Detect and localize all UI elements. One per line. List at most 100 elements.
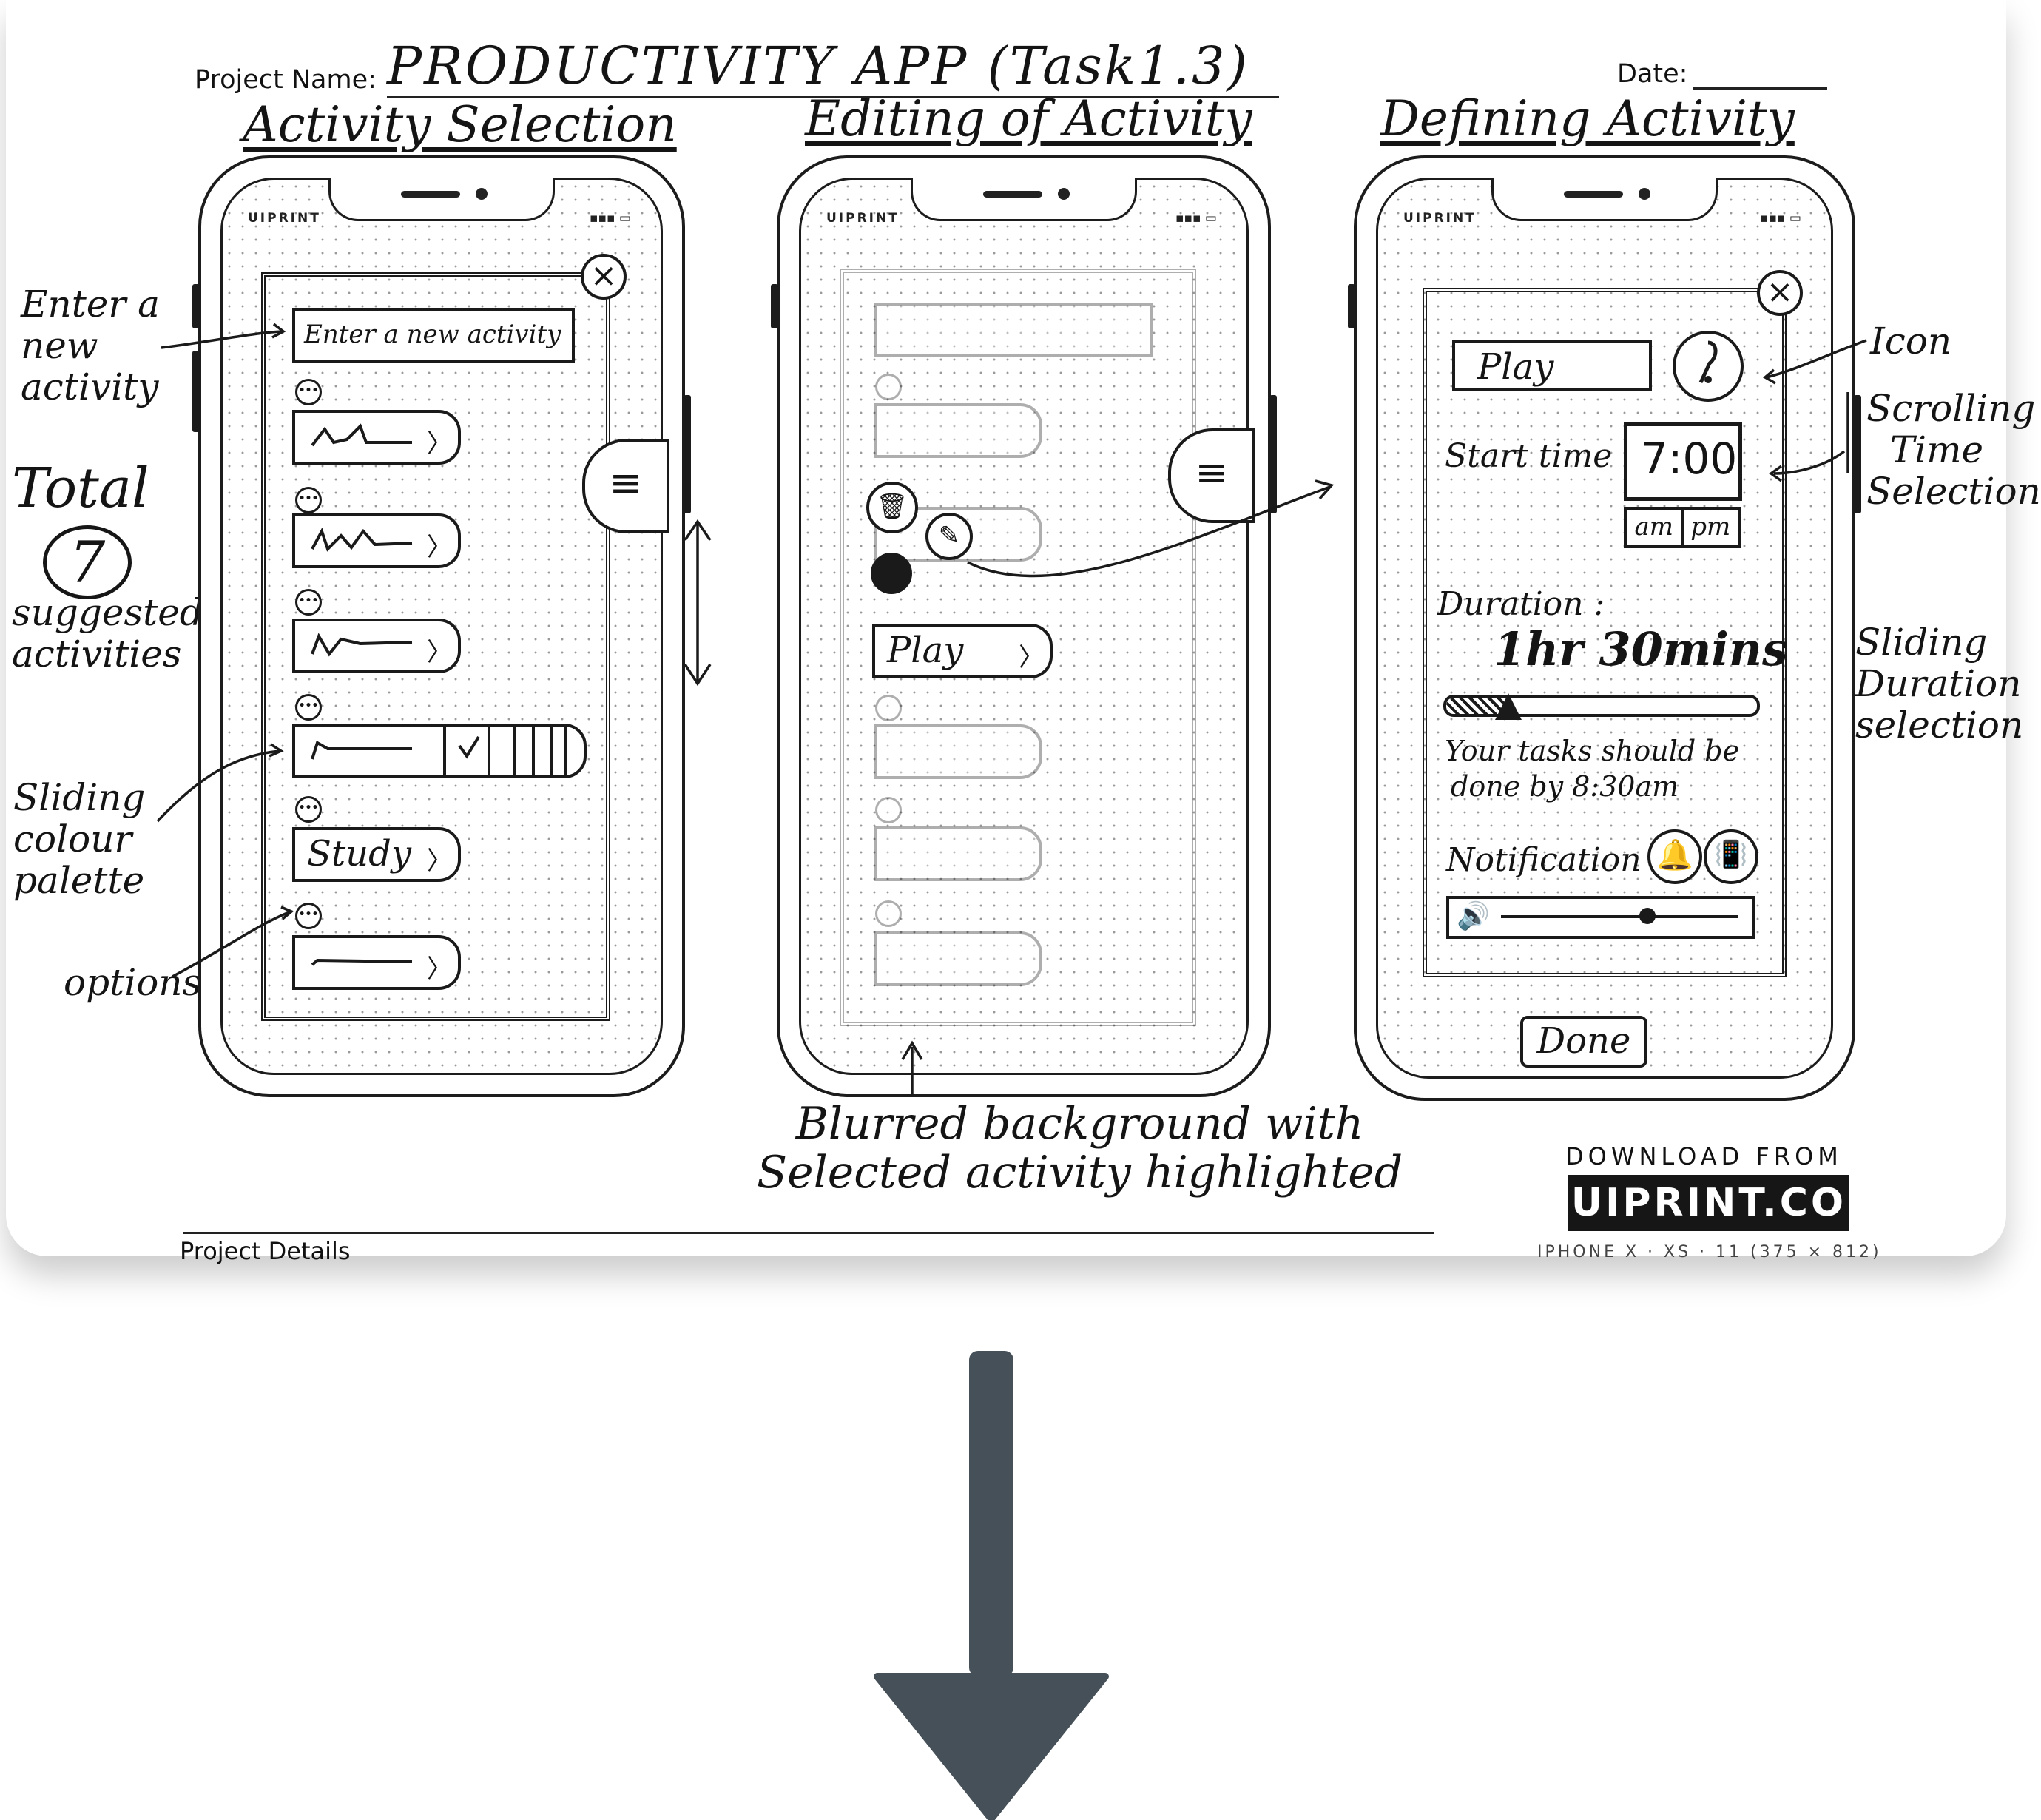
duration-slider-thumb[interactable] — [1495, 693, 1522, 720]
phone-brand: UIPRINT — [826, 211, 900, 226]
start-time-label: Start time : — [1445, 437, 1634, 475]
annotation-options: options — [64, 961, 202, 1004]
close-icon[interactable]: × — [581, 254, 627, 300]
menu-tab-icon[interactable]: ≡ — [582, 439, 669, 533]
annotation-enter-new: Enter a new activity — [21, 283, 160, 408]
bell-icon[interactable]: 🔔 — [1647, 829, 1702, 884]
blurred-activity-row — [874, 403, 1042, 458]
phone-editing-activity: UIPRINT ▪▪▪ ▭ 🗑 ✎ — [771, 155, 1277, 1097]
annotation-suggested: suggested activities — [12, 591, 203, 675]
screen-title-editing: Editing of Activity — [805, 90, 1252, 147]
duration-slider-fill — [1446, 698, 1508, 714]
phone-side-button — [771, 284, 778, 328]
annotation-sliding-duration: Sliding Duration selection — [1855, 621, 2024, 746]
footer-line — [183, 1232, 1434, 1234]
annotation-icon: Icon — [1870, 320, 1952, 363]
phone-side-button — [192, 351, 200, 432]
uiprint-logo: UIPRINT.CO — [1568, 1175, 1849, 1231]
chevron-right-icon: 〉 — [427, 533, 452, 562]
project-name-label: Project Name: — [195, 65, 377, 95]
am-option[interactable]: am — [1627, 510, 1684, 545]
activity-row-study[interactable]: Study 〉 — [292, 827, 461, 882]
options-icon — [875, 374, 902, 400]
status-bar-icons: ▪▪▪ ▭ — [1759, 211, 1801, 226]
define-activity-modal: Play Start time : 7:00 am pm Duration : … — [1423, 288, 1788, 977]
device-size-label: IPHONE X · XS · 11 (375 × 812) — [1537, 1243, 1882, 1261]
annotation-total-count: 7 — [43, 525, 132, 599]
phone-side-button — [1854, 395, 1861, 513]
blurred-activity-row — [874, 931, 1042, 986]
phone-side-button — [684, 395, 691, 513]
activity-row[interactable]: 〉 — [292, 619, 461, 673]
date-label: Date: — [1617, 59, 1688, 89]
chevron-right-icon: 〉 — [427, 638, 452, 667]
options-icon[interactable]: ••• — [295, 589, 322, 616]
blurred-input — [874, 303, 1153, 357]
duration-slider[interactable] — [1443, 693, 1760, 720]
chevron-right-icon: 〉 — [427, 954, 452, 984]
options-icon[interactable]: ••• — [295, 379, 322, 405]
volume-track — [1501, 915, 1738, 918]
project-name: PRODUCTIVITY APP (Task1.3) — [387, 36, 1279, 98]
phone-side-button — [1348, 284, 1355, 328]
phone-brand: UIPRINT — [248, 211, 321, 226]
done-button[interactable]: Done — [1520, 1016, 1647, 1068]
done-by-text-line1: Your tasks should be — [1445, 735, 1740, 767]
phone-screen: UIPRINT ▪▪▪ ▭ 🗑 ✎ — [799, 178, 1255, 1075]
color-icon[interactable] — [871, 553, 912, 594]
phone-side-button — [1269, 395, 1277, 513]
activity-icon-picker[interactable] — [1673, 331, 1744, 402]
phone-notch — [1491, 178, 1718, 221]
activity-row[interactable]: 〉 — [292, 513, 461, 568]
done-by-text-line2: done by 8:30am — [1451, 770, 1679, 803]
selected-activity-row-play[interactable]: Play 〉 — [872, 624, 1053, 678]
phone-vibrate-icon[interactable]: 📳 — [1704, 829, 1758, 884]
date-line — [1693, 87, 1827, 90]
annotation-sliding-colour: Sliding colour palette — [13, 776, 146, 902]
options-icon[interactable]: ••• — [295, 694, 322, 721]
project-details-label: Project Details — [180, 1237, 351, 1265]
options-icon — [875, 900, 902, 927]
delete-icon[interactable]: 🗑 — [866, 482, 918, 533]
arrow-down-icon — [874, 1351, 1109, 1820]
activity-name-input[interactable]: Play — [1452, 340, 1652, 391]
annotation-blurred-background: Blurred background with Selected activit… — [757, 1098, 1403, 1199]
close-icon[interactable]: × — [1757, 270, 1803, 316]
chevron-right-icon: 〉 — [427, 429, 452, 459]
activity-label: Study — [307, 833, 411, 874]
phone-screen: UIPRINT ▪▪▪ ▭ Play Start time : 7:00 am … — [1376, 178, 1833, 1079]
edit-icon[interactable]: ✎ — [925, 513, 973, 560]
time-scroll-picker[interactable]: 7:00 — [1624, 422, 1742, 501]
speaker-icon: 🔊 — [1457, 901, 1490, 931]
chevron-right-icon: 〉 — [427, 846, 452, 876]
phone-brand: UIPRINT — [1403, 211, 1477, 226]
activity-row[interactable]: 〉 — [292, 935, 461, 990]
activity-row[interactable]: 〉 — [292, 410, 461, 465]
blurred-activity-row — [874, 724, 1042, 779]
options-icon[interactable]: ••• — [295, 487, 322, 513]
screen-title-activity-selection: Activity Selection — [243, 96, 677, 153]
wireframe-sheet: Project Name: PRODUCTIVITY APP (Task1.3)… — [6, 0, 2041, 1265]
phone-screen: UIPRINT ▪▪▪ ▭ Enter a new activity ••• 〉… — [220, 178, 669, 1075]
activity-row-color-palette[interactable] — [292, 724, 587, 778]
download-from-label: DOWNLOAD FROM — [1565, 1142, 1843, 1170]
options-icon[interactable]: ••• — [295, 796, 322, 823]
time-value: 7:00 — [1641, 434, 1738, 484]
menu-tab-icon[interactable]: ≡ — [1168, 428, 1255, 523]
duration-label: Duration : — [1437, 585, 1605, 623]
pm-option[interactable]: pm — [1690, 512, 1731, 542]
phone-defining-activity: UIPRINT ▪▪▪ ▭ Play Start time : 7:00 am … — [1348, 155, 1861, 1101]
annotation-total: Total — [12, 456, 149, 520]
volume-knob[interactable] — [1639, 908, 1656, 924]
colour-palette-strip[interactable] — [443, 727, 584, 775]
new-activity-input[interactable]: Enter a new activity — [292, 308, 575, 363]
options-icon[interactable]: ••• — [295, 903, 322, 929]
annotation-scrolling-time: Scrolling Time Selection — [1866, 387, 2041, 513]
volume-control[interactable]: 🔊 — [1446, 896, 1755, 939]
status-bar-icons: ▪▪▪ ▭ — [1175, 211, 1217, 226]
phone-notch — [328, 178, 555, 221]
options-icon — [875, 695, 902, 721]
am-pm-toggle[interactable]: am pm — [1624, 507, 1741, 548]
phone-activity-selection: UIPRINT ▪▪▪ ▭ Enter a new activity ••• 〉… — [192, 155, 691, 1097]
